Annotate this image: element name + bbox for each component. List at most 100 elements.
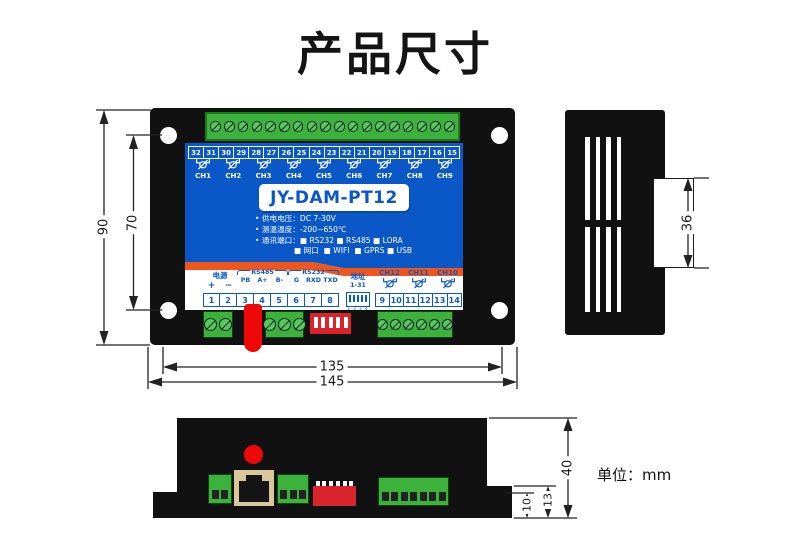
rtd-symbol-icon [226,159,241,170]
rtd-symbol-icon [407,159,422,170]
channel-terminal-block [377,311,453,338]
channel-label: CH8 [406,172,423,180]
pin-number: 24 [309,146,325,159]
rs485-pin-label: B- [275,277,284,284]
pin-number: 26 [279,146,295,159]
mounting-hole [491,302,508,319]
pin-number: 6 [288,293,305,307]
dim-side-slot: 36 [680,211,696,235]
pin-number: 29 [234,146,250,159]
power-terminal-block [203,311,233,338]
channel-ch1: CH1 [188,159,218,185]
spec-line: • 测温温度：-200~650℃ [255,224,347,234]
channel-label: CH3 [255,172,272,180]
pin-number: 7 [305,293,322,307]
vent-slots-top [585,137,621,220]
comm-terminal-block [263,311,306,338]
power-connector [208,474,232,504]
channel-ch8: CH8 [400,159,430,185]
terminal-screw-icon [293,318,306,331]
mounting-hole [160,302,177,319]
pin-number: 14 [447,293,462,307]
terminal-screw-icon [263,318,276,331]
pin-number: 25 [294,146,310,159]
model-badge: JY-DAM-PT12 [259,184,409,211]
pin-number: 28 [249,146,265,159]
channel-label: CH9 [436,172,453,180]
rtd-symbol-icon [256,159,271,170]
pin-number: 32 [188,146,205,159]
channel-ch12: CH12 [375,269,404,290]
rtd-symbol-icon [196,159,211,170]
dim-front-height: 90 [96,215,112,239]
terminal-screw-icon [403,319,414,330]
dim-lip-outer: 13 [541,491,555,509]
dim-hole-spacing: 70 [125,211,141,235]
terminal-screw-icon [210,121,221,132]
channel-label: CH12 [379,269,400,277]
channel-label: CH7 [376,172,393,180]
channel-ch10: CH10 [433,269,462,290]
channel-label: CH4 [285,172,302,180]
pin-number: 30 [219,146,235,159]
channel-label: CH10 [437,269,458,277]
pin-number: 1 [203,293,220,307]
rtd-symbol-icon [411,278,426,289]
pin-number: 10 [389,293,404,307]
pin-number: 9 [375,293,390,307]
side-view-body [565,110,665,335]
terminal-screw-icon [347,121,359,132]
rs232-pin-label: G [293,277,300,284]
spec-line: • 通讯端口：■ RS232 ■ RS485 ■ LORA [255,235,403,245]
dim-bottom-height: 40 [560,456,576,480]
pin-number: 5 [271,293,288,307]
pin-number: 4 [254,293,271,307]
address-label: 地址 [350,272,366,281]
pin-number: 18 [399,146,415,159]
address-group: 地址 1-31 [342,271,374,289]
terminal-screw-icon [237,121,249,132]
rj45-socket [239,481,269,502]
terminal-screw-icon [402,121,414,132]
channel-label: CH5 [316,172,332,180]
dim-outer-width: 145 [316,374,348,390]
power-pin-label: + [207,281,216,291]
channel-ch2: CH2 [218,159,248,185]
channel-connector [378,477,449,506]
pin-number: 22 [339,146,355,159]
red-indicator [244,445,263,464]
terminal-screw-icon [375,121,386,132]
pin-number: 23 [324,146,340,159]
terminal-screw-icon [279,121,290,132]
rs232-label: RS232 [302,269,325,276]
pin-number: 12 [418,293,433,307]
terminal-screw-icon [389,121,400,132]
pin-number: 13 [433,293,448,307]
pin-number: 19 [384,146,400,159]
spec-line: ■ 网口 ■ WIFI ■ GPRS ■ USB [294,246,413,256]
terminal-screw-icon [251,121,262,132]
rs485-pin-label: PB [240,277,251,284]
comm-connector [277,474,309,504]
vent-slots-bottom [585,227,621,312]
channel-ch9: CH9 [430,159,460,185]
model-name: JY-DAM-PT12 [270,187,398,208]
rtd-symbol-icon [317,159,331,170]
terminal-screw-icon [416,319,427,330]
spec-line: • 供电电压：DC 7-30V [255,214,336,223]
rtd-symbol-icon [377,159,392,170]
channel-label: CH2 [225,172,242,180]
rtd-symbol-icon [347,159,362,170]
pin-number: 15 [445,146,461,159]
dim-inner-width: 135 [316,359,348,375]
address-dip-switch-icon: 1 2 3 4 5 [346,290,370,310]
terminal-screw-icon [320,121,331,132]
